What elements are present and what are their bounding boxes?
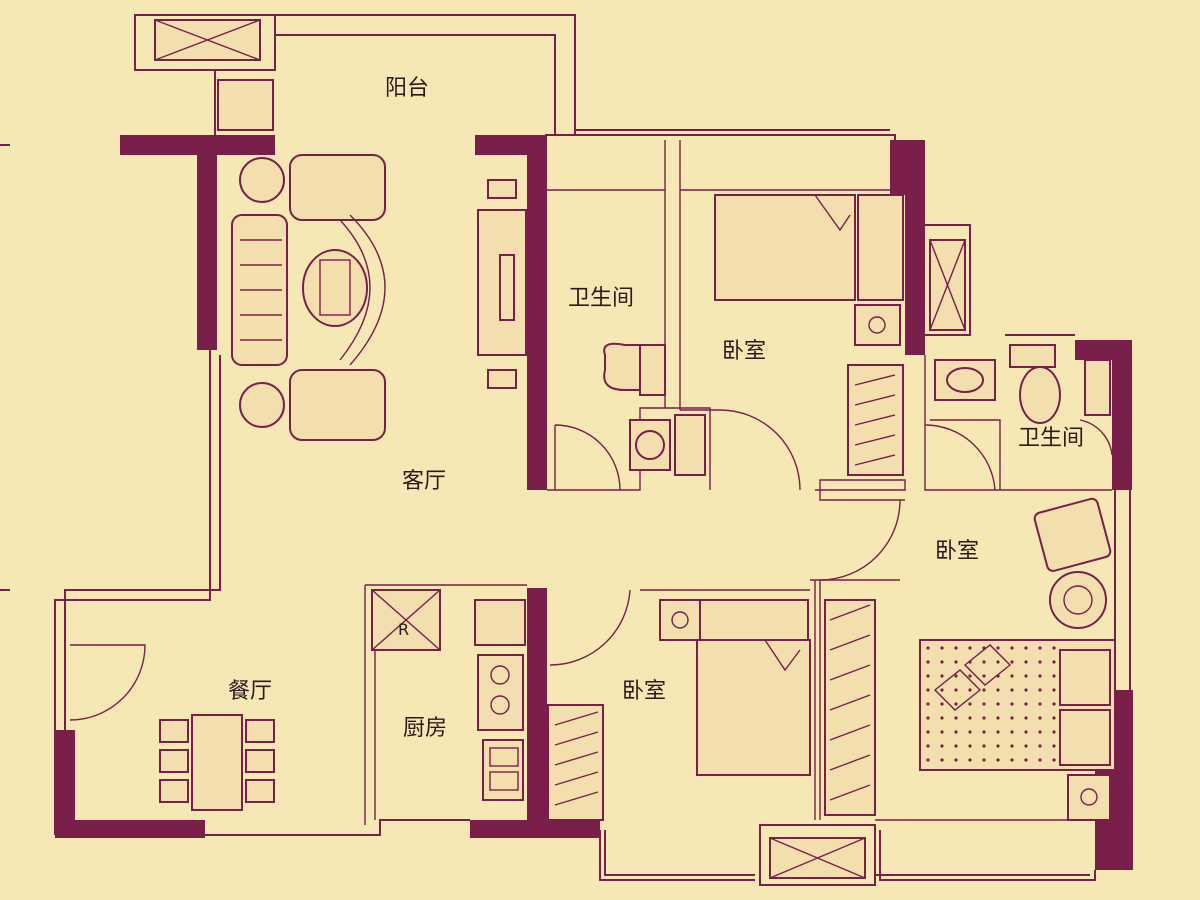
- bedroom-2-furniture: [547, 599, 811, 821]
- room-label-kitchen: 厨房: [403, 716, 447, 741]
- room-label-bedroom-3: 卧室: [935, 539, 979, 564]
- room-label-balcony: 阳台: [385, 76, 429, 101]
- fridge-mark: R: [398, 620, 409, 639]
- bathroom-2-fixtures: [934, 344, 1111, 424]
- bedroom-1-furniture: [714, 194, 904, 476]
- dining-set: [159, 714, 275, 811]
- room-label-bedroom-2: 卧室: [622, 679, 666, 704]
- room-label-living-room: 客厅: [402, 469, 446, 494]
- room-label-bedroom-1: 卧室: [722, 339, 766, 364]
- outline-lines: [0, 14, 1131, 886]
- bed-pattern-dots: [926, 646, 1056, 762]
- bedroom-3-furniture: [824, 497, 1116, 821]
- tv-cabinet: [477, 179, 527, 389]
- door-swings: [69, 409, 1113, 721]
- ac-units: [154, 19, 966, 879]
- kitchen-fixtures: R: [371, 589, 526, 801]
- washer: [217, 79, 274, 131]
- room-label-bathroom-2: 卫生间: [1018, 426, 1084, 451]
- room-label-bathroom-1: 卫生间: [568, 286, 634, 311]
- sofa-set: [231, 154, 386, 441]
- partitions: [364, 140, 1113, 825]
- bathroom-1-fixtures: [603, 342, 706, 476]
- room-label-dining-room: 餐厅: [228, 679, 272, 704]
